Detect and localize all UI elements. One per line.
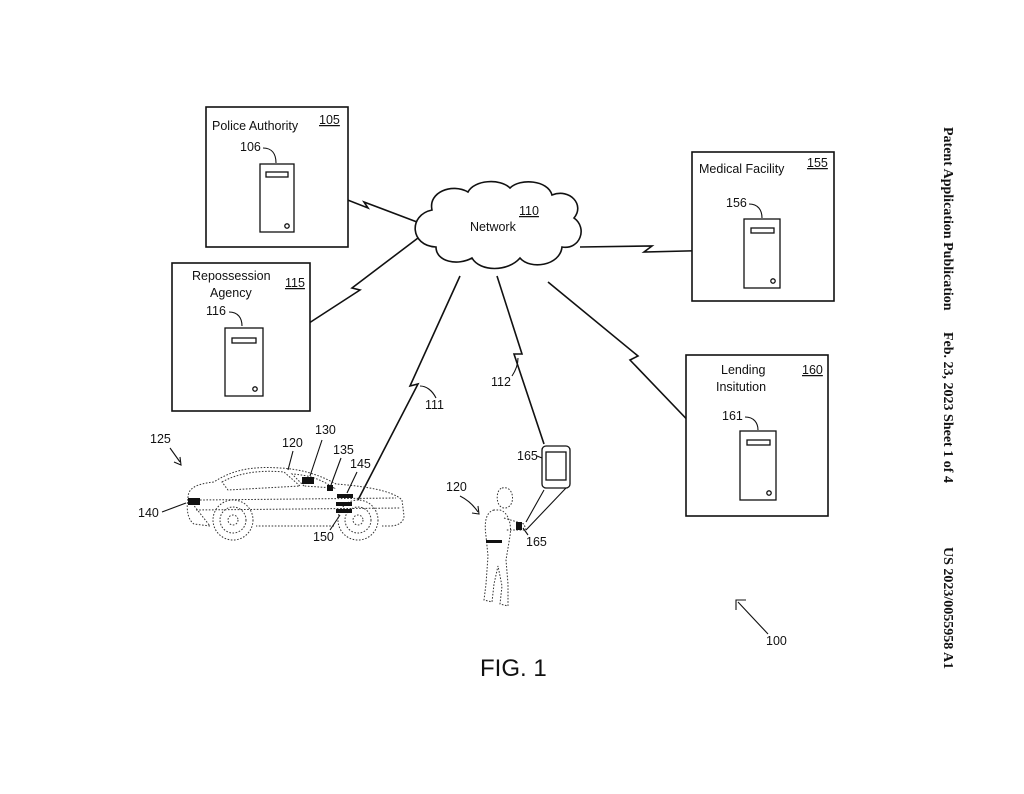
repossession-server-ref: 116 xyxy=(206,304,226,318)
patent-header: Patent Application Publication Feb. 23, … xyxy=(940,127,955,669)
network-label: Network xyxy=(470,220,517,234)
vehicle-comp-ref-135: 135 xyxy=(333,443,354,457)
header-date-sheet: Feb. 23, 2023 Sheet 1 of 4 xyxy=(940,332,955,483)
system-ref: 100 xyxy=(766,634,787,648)
vehicle-comp-ref-150: 150 xyxy=(313,530,334,544)
network-cloud: Network 110 xyxy=(414,180,582,270)
police-authority-box: Police Authority 105 106 xyxy=(205,106,349,248)
lending-label-2: Insitution xyxy=(716,380,766,394)
header-number: US 2023/0055958 A1 xyxy=(940,547,955,669)
medical-facility-box: Medical Facility 155 156 xyxy=(691,151,835,302)
lending-institution-box: Lending Insitution 160 161 xyxy=(685,354,829,517)
link-repossession xyxy=(285,237,419,339)
server-icon xyxy=(739,430,777,501)
repossession-ref: 115 xyxy=(285,276,305,290)
wireless-links xyxy=(285,185,727,501)
repossession-label-1: Repossession xyxy=(192,269,271,283)
lending-server-ref: 161 xyxy=(722,409,743,423)
repossession-agency-box: Repossession Agency 115 116 xyxy=(171,262,311,412)
mobile-device-icon xyxy=(541,445,571,489)
header-publication: Patent Application Publication xyxy=(940,127,955,311)
vehicle-link-ref: 111 xyxy=(425,398,444,412)
device-link-ref: 112 xyxy=(491,375,511,389)
figure-caption: FIG. 1 xyxy=(480,655,547,682)
police-server-ref: 106 xyxy=(240,140,261,154)
vehicle-comp-ref-120: 120 xyxy=(282,436,303,450)
link-vehicle xyxy=(357,275,461,501)
vehicle-ref: 125 xyxy=(150,432,171,446)
link-lending xyxy=(547,281,723,457)
device-ref-hand: 165 xyxy=(526,535,547,549)
network-ref: 110 xyxy=(519,204,539,218)
repossession-label-2: Agency xyxy=(210,286,252,300)
server-icon xyxy=(224,327,264,397)
vehicle: 125 120 130 135 145 140 150 xyxy=(138,423,405,544)
medical-server-ref: 156 xyxy=(726,196,747,210)
police-authority-label: Police Authority xyxy=(212,119,299,133)
vehicle-comp-ref-140: 140 xyxy=(138,506,159,520)
person-ref: 120 xyxy=(446,480,467,494)
lending-label-1: Lending xyxy=(721,363,766,377)
server-icon xyxy=(259,163,295,233)
medical-facility-label: Medical Facility xyxy=(699,162,785,176)
lending-ref: 160 xyxy=(802,363,823,377)
link-medical xyxy=(579,245,727,253)
vehicle-comp-ref-130: 130 xyxy=(315,423,336,437)
medical-facility-ref: 155 xyxy=(807,156,828,170)
device-ref: 165 xyxy=(517,449,538,463)
server-icon xyxy=(743,218,781,289)
police-authority-ref: 105 xyxy=(319,113,340,127)
person-with-device: 120 165 165 xyxy=(446,445,571,607)
vehicle-comp-ref-145: 145 xyxy=(350,457,371,471)
system-ref-arrow: 100 xyxy=(735,599,787,648)
link-device xyxy=(496,275,545,445)
